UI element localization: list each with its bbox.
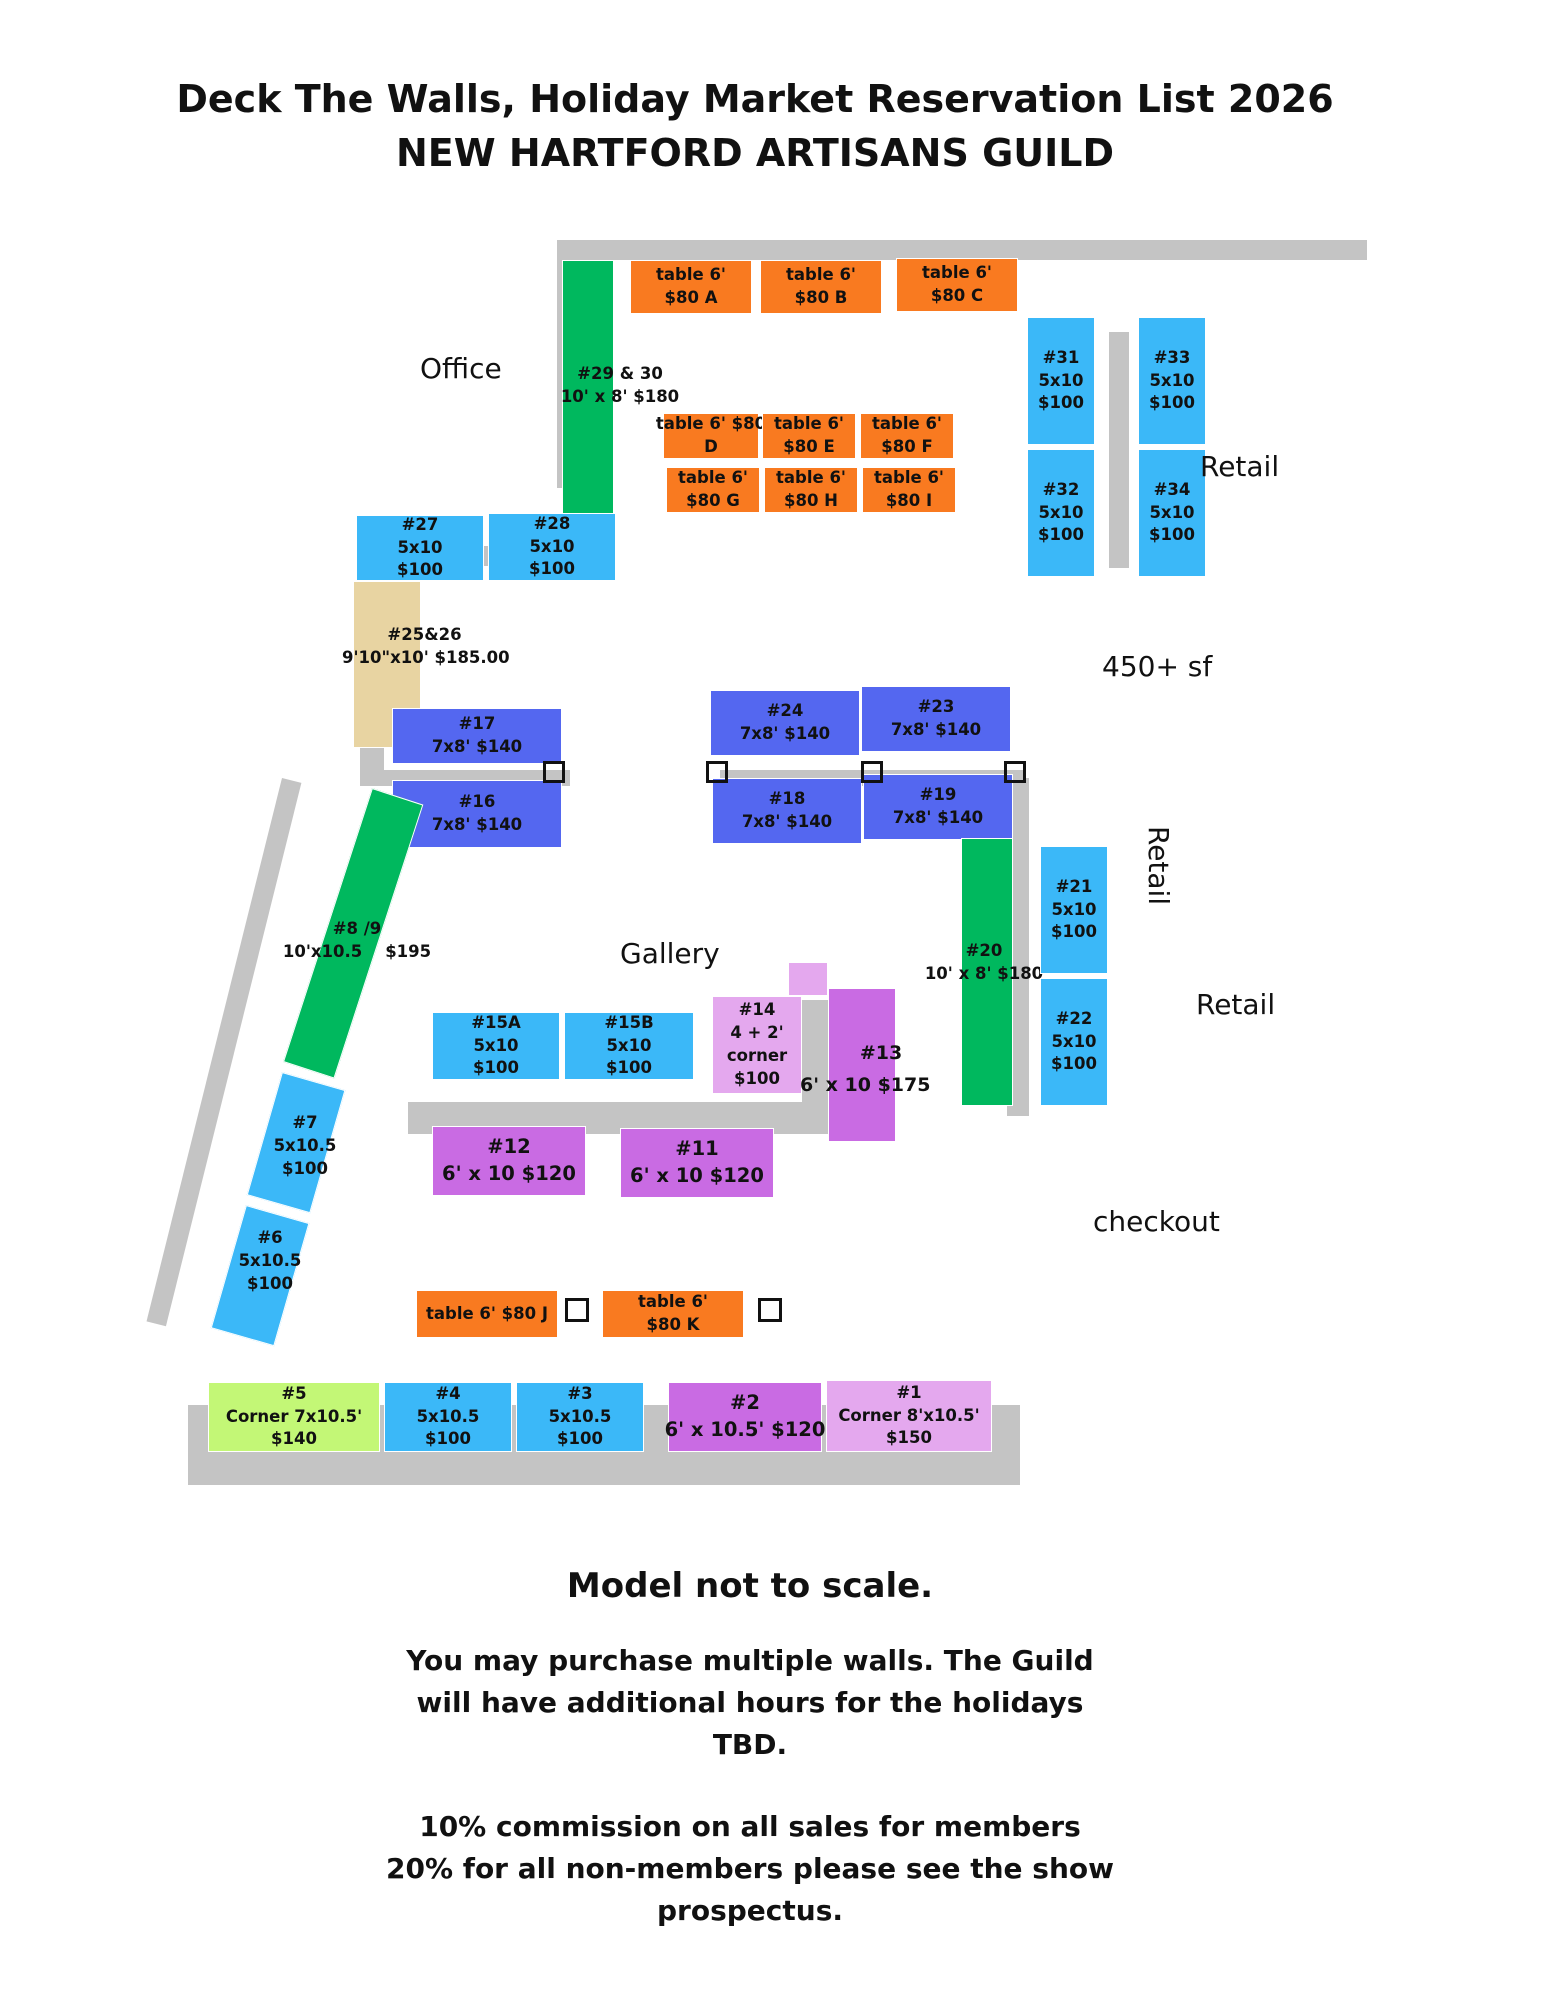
room-retail-side: Retail bbox=[1142, 826, 1175, 906]
table-i[interactable]: table 6'$80 I bbox=[862, 467, 956, 513]
room-retail-top: Retail bbox=[1200, 450, 1280, 483]
page-title: Deck The Walls, Holiday Market Reservati… bbox=[176, 77, 1334, 121]
wall-retail-divider bbox=[1109, 332, 1129, 568]
room-checkout: checkout bbox=[1093, 1205, 1220, 1238]
table-h[interactable]: table 6'$80 H bbox=[764, 467, 858, 513]
page-subtitle: NEW HARTFORD ARTISANS GUILD bbox=[395, 131, 1115, 175]
room-gallery: Gallery bbox=[620, 937, 720, 970]
wall-top bbox=[557, 240, 1367, 260]
column-marker bbox=[706, 761, 728, 783]
scale-note: Model not to scale. bbox=[566, 1566, 934, 1606]
booth-13[interactable] bbox=[828, 988, 896, 1142]
hours-note: You may purchase multiple walls. The Gui… bbox=[406, 1644, 1094, 1761]
column-marker bbox=[1004, 761, 1026, 783]
table-f[interactable]: table 6'$80 F bbox=[860, 413, 954, 459]
table-e[interactable]: table 6'$80 E bbox=[762, 413, 856, 459]
table-j[interactable]: table 6' $80 J bbox=[416, 1290, 558, 1338]
table-k[interactable]: table 6'$80 K bbox=[602, 1290, 744, 1338]
column-marker bbox=[565, 1298, 589, 1322]
column-marker bbox=[758, 1298, 782, 1322]
table-c[interactable]: table 6'$80 C bbox=[896, 258, 1018, 312]
table-g[interactable]: table 6'$80 G bbox=[666, 467, 760, 513]
room-retail-right: Retail bbox=[1196, 988, 1276, 1021]
room-office: Office bbox=[420, 352, 502, 385]
table-a[interactable]: table 6'$80 A bbox=[630, 260, 752, 314]
commission-note: 10% commission on all sales for members … bbox=[386, 1810, 1114, 1927]
column-marker bbox=[543, 761, 565, 783]
booth-20[interactable] bbox=[961, 838, 1013, 1106]
table-b[interactable]: table 6'$80 B bbox=[760, 260, 882, 314]
booth-14-corner bbox=[788, 962, 828, 996]
room-area-size: 450+ sf bbox=[1102, 650, 1213, 683]
column-marker bbox=[861, 761, 883, 783]
